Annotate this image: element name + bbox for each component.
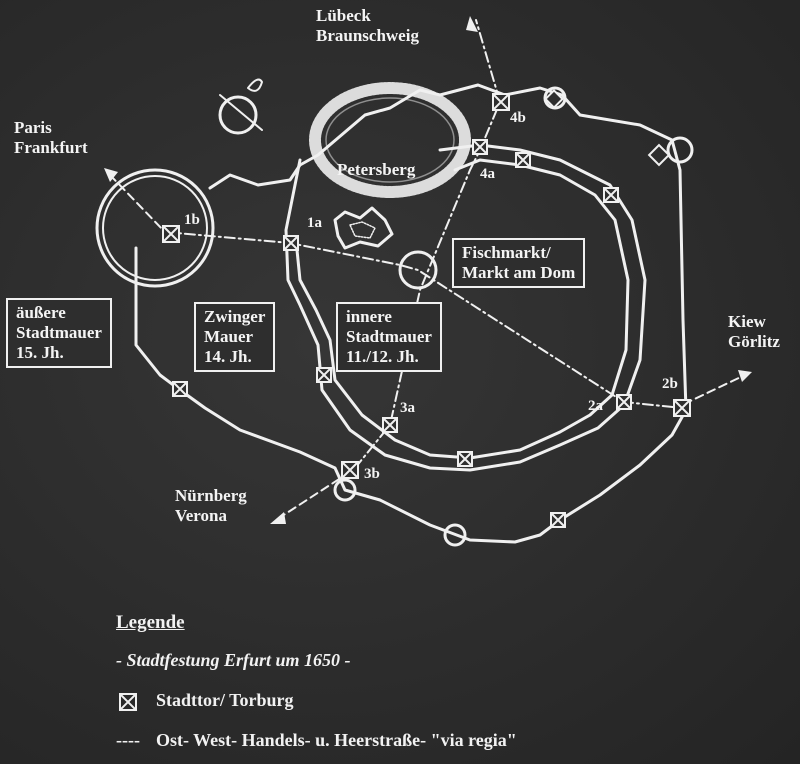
gate-number-2b: 2b: [662, 376, 678, 392]
gate-2a: [616, 394, 632, 410]
road-east: [683, 374, 746, 405]
gate-4b: [492, 93, 510, 111]
arrow-east: [738, 370, 752, 382]
gate-2b: [673, 399, 691, 417]
legend-gate-label: Stadttor/ Torburg: [156, 690, 294, 710]
compass-symbol: [218, 95, 258, 135]
gate-4a: [472, 139, 488, 155]
arrow-northwest: [104, 168, 118, 182]
gate-extra: [457, 451, 473, 467]
road-northwest: [109, 174, 166, 233]
gate-extra: [515, 152, 531, 168]
gate-extra: [544, 89, 564, 109]
legend-subtitle: - Stadtfestung Erfurt um 1650 -: [116, 650, 351, 670]
market-circle: [398, 250, 438, 290]
citadel-shape: [333, 206, 394, 250]
gate-1b: [162, 225, 180, 243]
label-market: Fischmarkt/Markt am Dom: [452, 238, 586, 288]
gate-extra: [316, 367, 332, 383]
gate-number-2a: 2a: [588, 398, 603, 414]
petersberg-hill: [309, 82, 471, 198]
legend-row-gate: Stadttor/ Torburg: [116, 690, 294, 711]
arrow-north: [466, 16, 478, 32]
road-east-west: [164, 231, 683, 409]
label-petersberg: Petersberg: [337, 160, 416, 179]
gate-3a: [382, 417, 398, 433]
gate-extra: [172, 381, 188, 397]
legend-title: Legende: [116, 612, 185, 633]
west-ring-inner: [102, 175, 208, 281]
legend-row-road: ---- Ost- West- Handels- u. Heerstraße- …: [116, 730, 517, 751]
gate-extra: [647, 143, 671, 167]
west-ring-outer: [95, 168, 215, 288]
gate-number-1a: 1a: [307, 215, 322, 231]
gate-extra: [550, 512, 566, 528]
legend-road-label: Ost- West- Handels- u. Heerstraße- "via …: [156, 730, 517, 750]
gate-number-1b: 1b: [184, 212, 200, 228]
gate-number-4a: 4a: [480, 166, 495, 182]
gate-3b: [341, 461, 359, 479]
gate-extra: [603, 187, 619, 203]
road-southwest: [275, 471, 351, 521]
arrow-southwest: [270, 512, 286, 524]
outer-wall: [134, 83, 688, 544]
gate-number-3b: 3b: [364, 466, 380, 482]
gate-1a: [283, 235, 299, 251]
inner-wall: [294, 158, 630, 460]
gate-number-3a: 3a: [400, 400, 415, 416]
gate-number-4b: 4b: [510, 110, 526, 126]
zwinger-wall: [284, 143, 647, 472]
road-legend-icon: ----: [116, 730, 140, 750]
